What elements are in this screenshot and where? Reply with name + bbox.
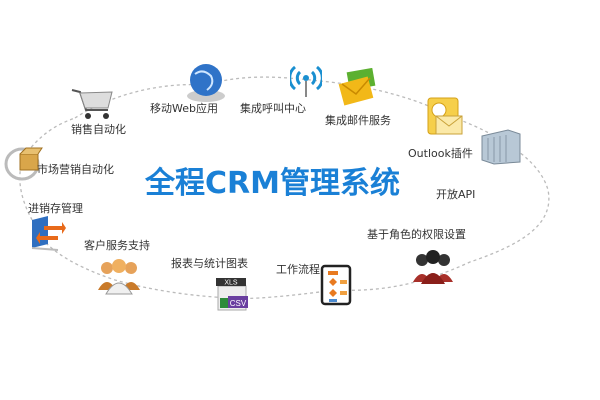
globe-icon [187,64,225,102]
xls-badge: XLS [224,280,238,287]
shopping-cart-icon [71,89,113,119]
support-team-icon [98,259,140,295]
outlook-clock-envelope-icon [427,97,463,135]
module-label-email-service: 集成邮件服务 [325,114,391,127]
csv-badge: CSV [230,299,247,308]
module-label-customer-service: 客户服务支持 [84,239,150,252]
module-label-marketing-automation: 市场营销自动化 [37,163,114,176]
monitor-arrows-icon [31,216,66,251]
module-label-outlook-plugin: Outlook插件 [408,147,473,160]
package-box-icon [4,147,43,181]
module-label-sales-automation: 销售自动化 [71,123,126,136]
module-label-open-api: 开放API [436,188,476,201]
module-label-reports-charts: 报表与统计图表 [171,257,248,270]
module-label-call-center: 集成呼叫中心 [240,102,306,115]
module-label-mobile-web: 移动Web应用 [150,102,218,115]
spreadsheet-file-icon: XLS CSV [216,278,248,311]
diagram-title: 全程CRM管理系统 [145,166,400,201]
flowchart-icon [320,264,352,306]
envelope-icon [338,68,376,106]
module-label-workflow: 工作流程 [276,263,320,276]
module-label-role-permissions: 基于角色的权限设置 [367,228,466,241]
module-label-inventory: 进销存管理 [28,202,83,215]
user-group-icon [413,250,453,284]
wireless-signal-icon [290,65,322,97]
server-icon [481,129,521,165]
